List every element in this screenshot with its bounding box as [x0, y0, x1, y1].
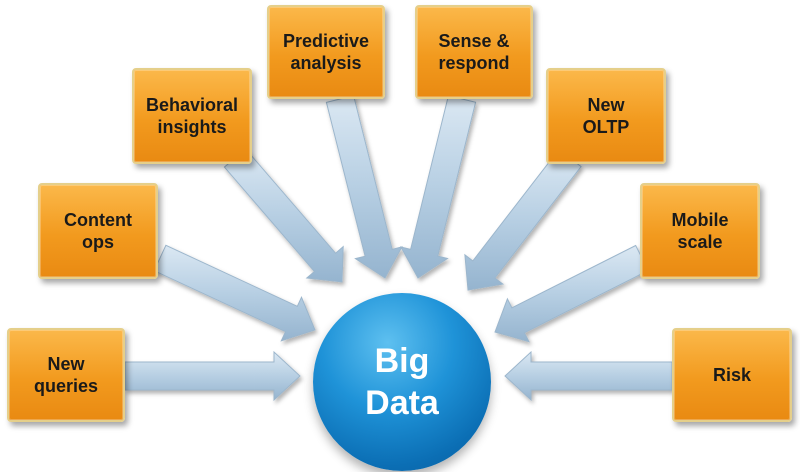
node-predictive-analysis: Predictive analysis — [267, 5, 385, 99]
node-label: Predictive analysis — [282, 31, 370, 73]
node-label: Behavioral insights — [145, 95, 239, 137]
node-label: New OLTP — [582, 95, 630, 137]
arrow-new-queries — [124, 350, 301, 402]
arrow-mobile-scale — [494, 244, 649, 343]
node-sense-respond: Sense & respond — [415, 5, 533, 99]
node-risk: Risk — [672, 328, 792, 422]
arrow-content-ops — [153, 244, 316, 342]
arrow-behavioral-insights — [223, 148, 344, 283]
node-label: Risk — [712, 365, 752, 385]
node-label: Mobile scale — [671, 210, 729, 252]
node-new-oltp: New OLTP — [546, 68, 666, 164]
node-behavioral-insights: Behavioral insights — [132, 68, 252, 164]
arrow-sense-respond — [399, 95, 477, 279]
node-content-ops: Content ops — [38, 183, 158, 279]
node-label: New queries — [33, 354, 99, 396]
arrow-predictive-analysis — [325, 94, 403, 279]
node-label: Content ops — [64, 210, 132, 252]
node-new-queries: New queries — [7, 328, 125, 422]
arrow-new-oltp — [464, 148, 582, 291]
arrow-risk — [504, 350, 673, 402]
big-data-hub: Big Data — [313, 293, 491, 471]
hub-label: Big Data — [365, 342, 439, 422]
node-label: Sense & respond — [438, 31, 510, 73]
node-mobile-scale: Mobile scale — [640, 183, 760, 279]
